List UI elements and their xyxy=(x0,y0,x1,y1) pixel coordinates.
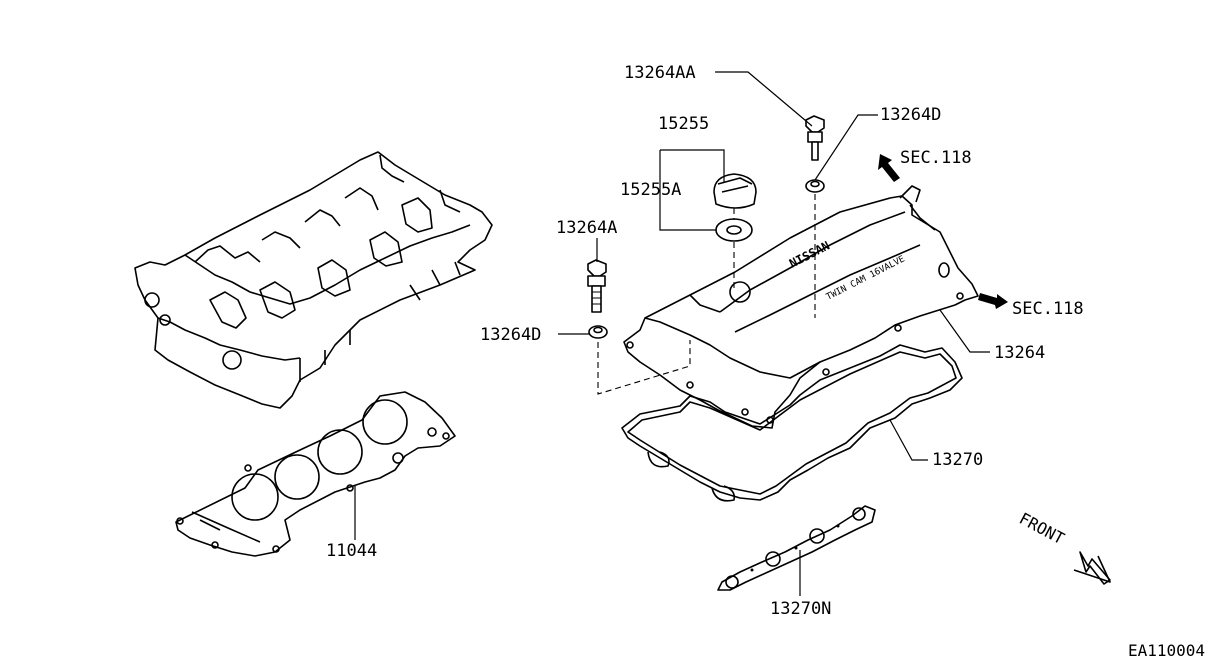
label-13264aa: 13264AA xyxy=(624,63,696,83)
figure-code: EA110004 xyxy=(1128,641,1205,660)
label-13270: 13270 xyxy=(932,450,983,470)
rocker-cover: NISSAN TWIN CAM 16VALVE xyxy=(623,185,979,429)
washer-13264d-left xyxy=(588,325,608,339)
label-13264d-top: 13264D xyxy=(880,105,941,125)
label-15255a: 15255A xyxy=(620,180,681,200)
assembly-dashed-lines xyxy=(597,194,816,395)
label-13264a: 13264A xyxy=(556,218,617,238)
label-11044: 11044 xyxy=(326,541,377,561)
label-sec118-top: SEC.118 xyxy=(900,148,972,168)
plug-tube-gasket xyxy=(717,505,876,591)
label-13264d-left: 13264D xyxy=(480,325,541,345)
filler-cap-gasket xyxy=(715,218,753,242)
sec118-top-arrow-icon xyxy=(878,154,900,182)
front-label: FRONT xyxy=(1016,509,1068,549)
label-sec118-right: SEC.118 xyxy=(1012,299,1084,319)
bolt-13264aa xyxy=(805,115,825,161)
washer-13264d-top xyxy=(805,179,825,193)
label-15255: 15255 xyxy=(658,114,709,134)
front-arrow-icon xyxy=(1073,551,1111,585)
label-13264: 13264 xyxy=(994,343,1045,363)
bolt-13264a xyxy=(587,259,607,313)
oil-filler-cap xyxy=(713,173,757,209)
rocker-cover-gasket xyxy=(621,344,963,502)
head-gasket xyxy=(175,391,456,557)
leader-lines xyxy=(354,71,990,596)
cylinder-head xyxy=(134,151,493,409)
label-13270n: 13270N xyxy=(770,599,831,619)
sec118-right-arrow-icon xyxy=(978,293,1008,309)
